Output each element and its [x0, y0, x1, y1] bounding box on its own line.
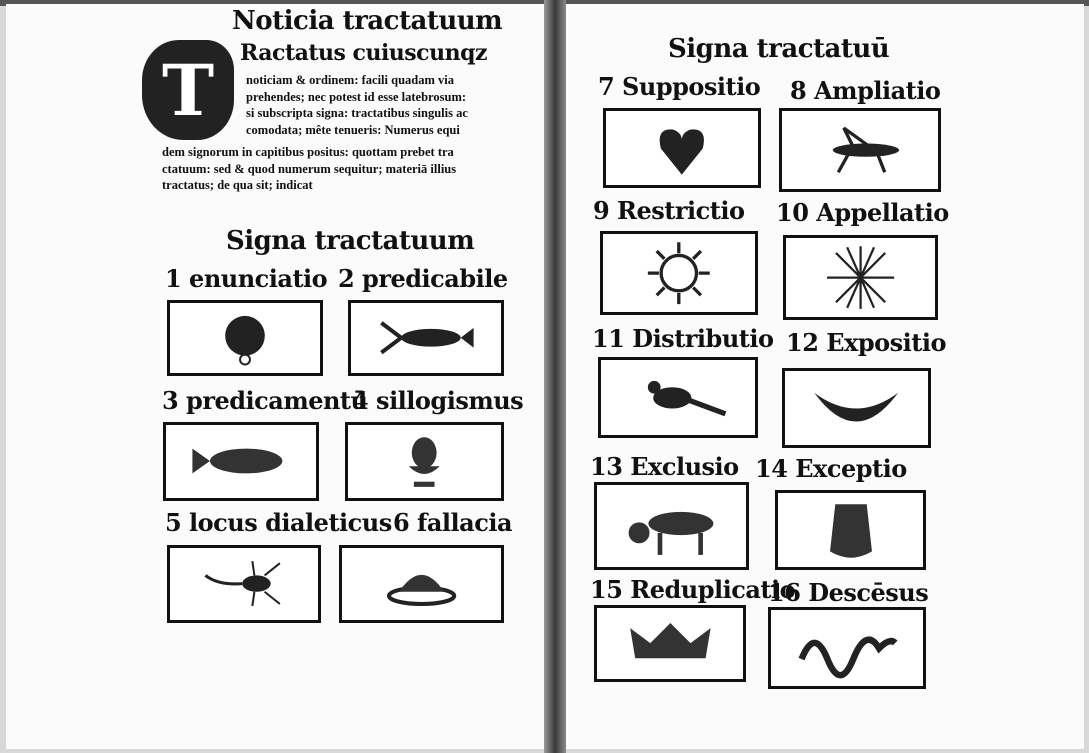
moon-icon — [782, 368, 931, 448]
sign-label: 14 Exceptio — [755, 454, 907, 483]
intro-lines-indented: noticiam & ordinem: facili quadam via pr… — [246, 72, 468, 138]
intro-lines-full: dem signorum in capitibus positus: quott… — [162, 144, 456, 194]
text-line: ctatuum: sed & quod numerum sequitur; ma… — [162, 161, 457, 176]
text-line: tractatus; de qua sit; indicat — [162, 178, 313, 192]
sign-label: 5 locus dialeticus — [165, 508, 392, 537]
crown-icon — [594, 605, 746, 682]
sign-label: 1 enunciatio — [165, 264, 328, 293]
sign-label: 6 fallacia — [393, 508, 513, 537]
sign-label: 10 Appellatio — [776, 198, 949, 227]
signs-heading: Signa tractatuum — [226, 226, 475, 256]
grasshopper-icon — [779, 108, 941, 192]
decorated-initial: T — [142, 40, 234, 140]
bell-icon — [167, 300, 323, 376]
sign-label: 9 Restrictio — [593, 196, 745, 225]
page-title: Noticia tractatuum — [232, 6, 503, 36]
sign-label: 15 Reduplicatio — [590, 575, 796, 604]
sign-label: 4 sillogismus — [352, 386, 524, 415]
sign-label: 12 Expositio — [786, 328, 946, 357]
text-line: prehendes; nec potest id esse latebrosum… — [246, 89, 467, 104]
crown-icon — [339, 545, 504, 623]
sign-label: 3 predicamentū — [162, 386, 368, 415]
text-line: comodata; mête tenueris: Numerus equi — [246, 122, 460, 137]
scorpion-icon — [167, 545, 321, 623]
snake-icon — [768, 607, 926, 689]
left-page — [6, 4, 544, 749]
intro-first-line: Ractatus cuiuscunqz — [240, 40, 487, 66]
text-line: noticiam & ordinem: facili quadam via — [246, 73, 454, 87]
text-line: si subscripta signa: tractatibus singuli… — [246, 106, 468, 120]
star-icon — [783, 235, 938, 320]
cat-icon — [594, 482, 749, 570]
sign-label: 8 Ampliatio — [790, 76, 941, 105]
sign-label: 16 Descēsus — [768, 578, 929, 607]
sign-label: 11 Distributio — [592, 324, 774, 353]
crayfish-icon — [348, 300, 504, 376]
sign-label: 2 predicabile — [338, 264, 508, 293]
sign-label: 13 Exclusio — [590, 452, 739, 481]
book-gutter — [544, 0, 566, 753]
text-line: dem signorum in capitibus positus: quott… — [162, 145, 454, 159]
signs-heading-right: Signa tractatuū — [668, 34, 890, 64]
heart-icon — [603, 108, 761, 188]
sign-label: 7 Suppositio — [598, 72, 761, 101]
fish-icon — [163, 422, 319, 501]
sun-icon — [600, 231, 758, 315]
acorn-cup-icon — [345, 422, 504, 501]
jug-icon — [775, 490, 926, 570]
bird-icon — [598, 357, 758, 438]
